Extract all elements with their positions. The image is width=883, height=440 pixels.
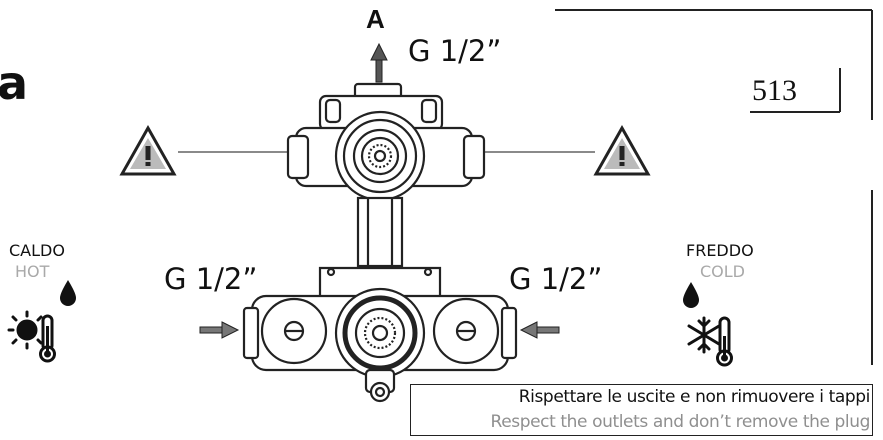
product-code: 513 <box>752 74 797 107</box>
warning-left-icon <box>119 124 177 176</box>
cold-drop-icon <box>683 282 699 308</box>
outlet-label: A <box>366 4 385 34</box>
cold-label-english: COLD <box>700 262 745 281</box>
hot-label-italian: CALDO <box>9 241 65 260</box>
inlet-arrow-right <box>519 321 560 339</box>
hot-label-english: HOT <box>15 262 50 281</box>
inlet-arrow-left <box>199 321 240 339</box>
upper-valve-body <box>286 82 486 202</box>
cold-label-italian: FREDDO <box>686 241 754 260</box>
inlet-right-connection-label: G 1/2” <box>509 262 603 296</box>
partial-title: a <box>0 56 29 110</box>
notice-english: Respect the outlets and don’t remove the… <box>490 412 871 432</box>
warning-right-icon <box>593 124 651 176</box>
outlet-connection-label: G 1/2” <box>408 34 502 68</box>
snowflake-thermometer-icon <box>687 316 733 367</box>
lower-valve-body <box>242 266 518 403</box>
hot-drop-icon <box>60 280 76 306</box>
connecting-pipe <box>356 196 404 268</box>
inlet-left-connection-label: G 1/2” <box>164 262 258 296</box>
notice-italian: Rispettare le uscite e non rimuovere i t… <box>518 387 871 407</box>
outlet-arrow <box>370 42 388 83</box>
notice-box: Rispettare le uscite e non rimuovere i t… <box>410 384 873 436</box>
sun-thermometer-icon <box>7 310 56 363</box>
